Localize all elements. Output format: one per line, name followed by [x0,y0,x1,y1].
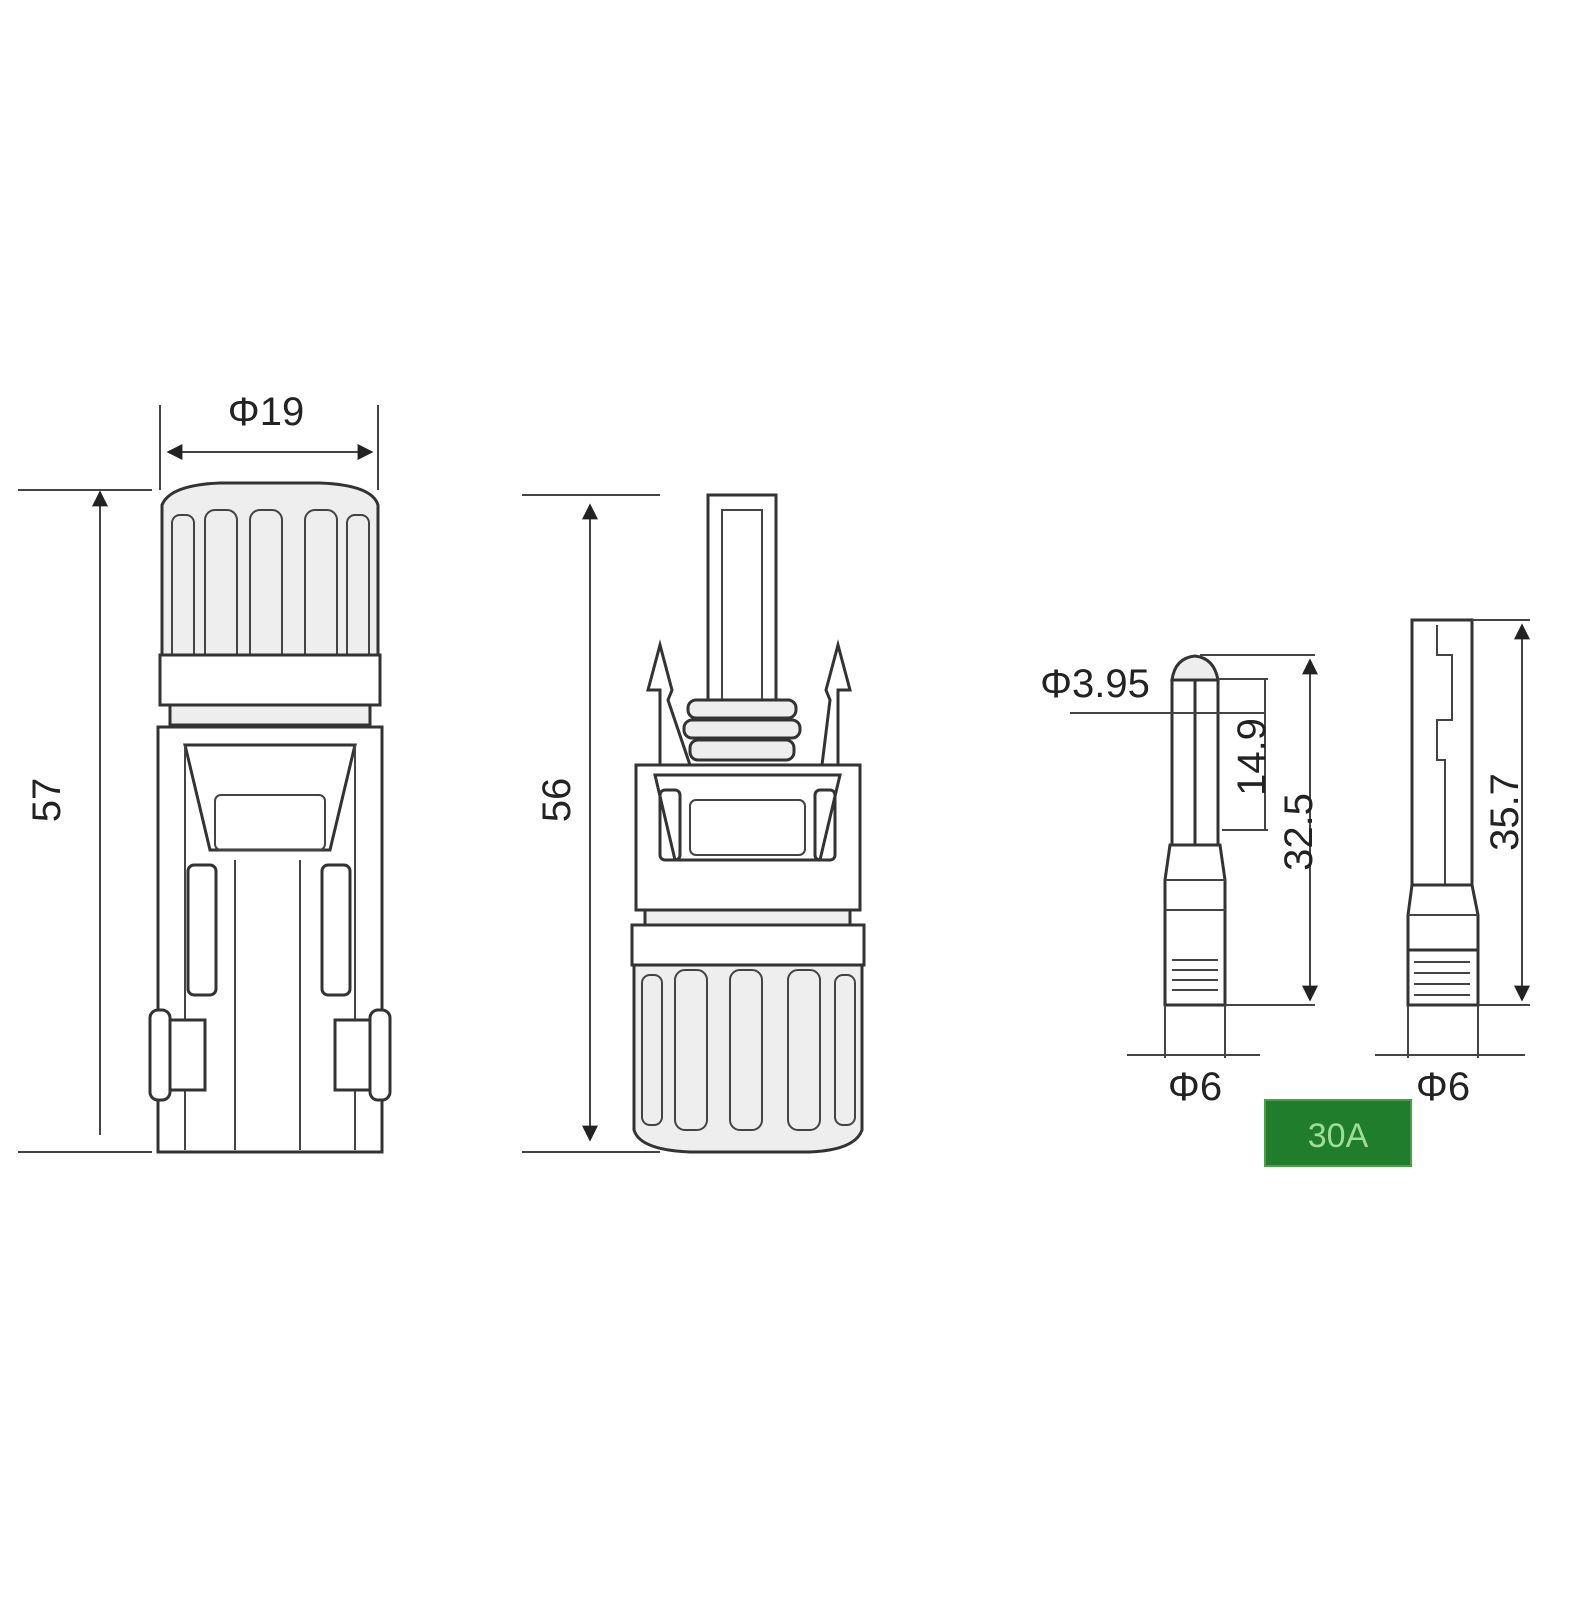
male-pin-length-label: 32.5 [1277,793,1321,871]
male-connector [630,493,866,1154]
male-pin-dimensions [1070,654,1318,1058]
female-pin-dimensions [1375,619,1530,1058]
male-connector-dimensions [522,494,660,1153]
male-pin-contact-length-label: 14.9 [1230,718,1274,796]
female-pin [1406,618,1480,1007]
female-length-label: 57 [25,778,69,823]
current-rating-label: 30A [1308,1117,1369,1155]
male-pin-tip-diameter-label: Φ3.95 [1040,662,1150,706]
current-rating-badge: 30A [1264,1099,1412,1167]
female-diameter-label: Φ19 [228,390,304,434]
male-pin [1163,654,1227,1007]
female-pin-diameter-label: Φ6 [1416,1065,1470,1109]
female-connector [148,481,392,1154]
male-pin-diameter-label: Φ6 [1168,1065,1222,1109]
female-pin-length-label: 35.7 [1483,773,1527,851]
female-connector-dimensions [18,405,379,1153]
male-length-label: 56 [535,778,579,823]
